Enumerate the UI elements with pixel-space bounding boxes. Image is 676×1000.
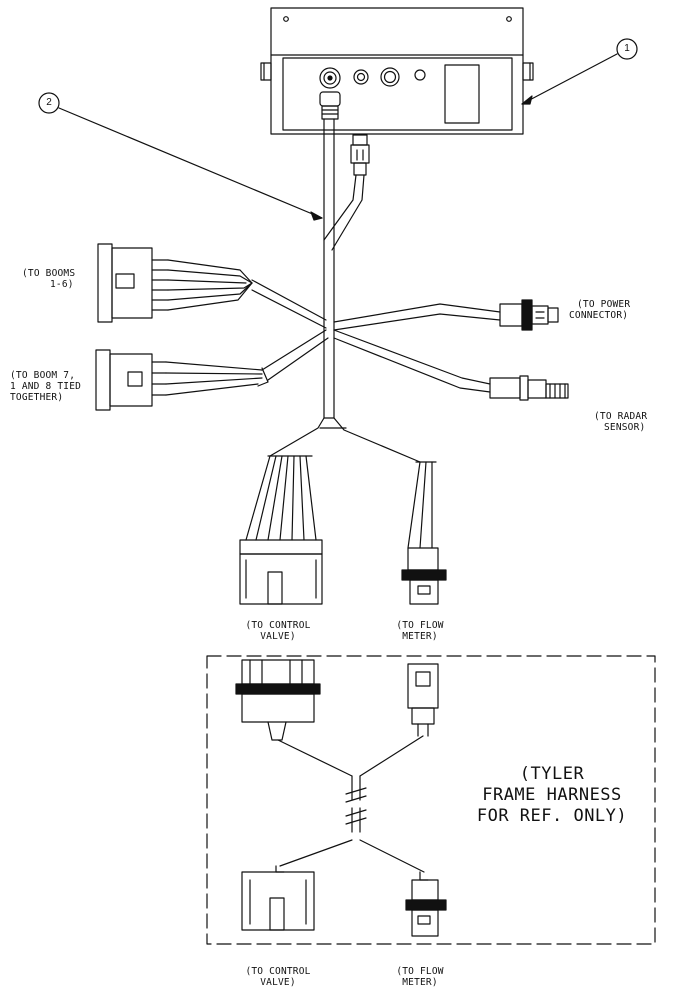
callout-2 xyxy=(38,92,323,221)
flow-meter-connector-upper xyxy=(401,461,447,605)
label-booms-1-6: (TO BOOMS 1-6) xyxy=(22,268,75,290)
label-booms-line-2: 1-6) xyxy=(50,279,74,290)
label-control-valve-lower-line-1: (TO CONTROL xyxy=(245,966,311,977)
console-display-window xyxy=(444,64,480,124)
label-power-line-1: (TO POWER xyxy=(577,299,631,310)
tyler-frame-harness xyxy=(235,659,447,937)
label-radar-line-2: SENSOR) xyxy=(604,422,646,433)
label-flow-meter-lower-line-2: METER) xyxy=(402,977,438,988)
label-radar-line-1: (TO RADAR xyxy=(594,411,648,422)
console-unit xyxy=(260,7,534,176)
label-flow-meter-upper-line-1: (TO FLOW xyxy=(396,620,444,631)
label-control-valve-upper-line-2: VALVE) xyxy=(260,631,296,642)
label-control-valve-upper-line-1: (TO CONTROL xyxy=(245,620,311,631)
main-harness-trunk xyxy=(269,118,421,463)
label-boom-7-line-3: TOGETHER) xyxy=(10,392,64,403)
label-flow-meter-upper-line-2: METER) xyxy=(402,631,438,642)
label-tyler-line-3: FOR REF. ONLY) xyxy=(476,806,628,826)
label-tyler-line-1: (TYLER xyxy=(519,764,585,784)
callout-2-number: 2 xyxy=(46,97,52,108)
console-aux-connector xyxy=(350,134,370,176)
callout-1 xyxy=(521,38,638,105)
label-tyler-frame-harness: (TYLER FRAME HARNESS FOR REF. ONLY) xyxy=(462,764,642,827)
label-control-valve-lower: (TO CONTROL VALVE) xyxy=(223,966,333,988)
console-knob xyxy=(380,67,400,87)
radar-sensor-connector xyxy=(333,329,569,401)
cable-gland xyxy=(319,91,341,120)
label-booms-line-1: (TO BOOMS xyxy=(22,268,76,279)
label-control-valve-upper: (TO CONTROL VALVE) xyxy=(223,620,333,642)
label-flow-meter-lower-line-1: (TO FLOW xyxy=(396,966,444,977)
label-radar-sensor: (TO RADAR SENSOR) xyxy=(594,411,647,433)
label-flow-meter-upper: (TO FLOW METER) xyxy=(385,620,455,642)
console-small-port xyxy=(353,69,369,85)
label-boom-7-line-1: (TO BOOM 7, xyxy=(10,370,76,381)
label-control-valve-lower-line-2: VALVE) xyxy=(260,977,296,988)
label-power-connector: (TO POWER CONNECTOR) xyxy=(569,299,631,321)
console-connector-port xyxy=(319,67,341,89)
label-boom-7-line-2: 1 AND 8 TIED xyxy=(10,381,82,392)
power-connector xyxy=(333,299,559,331)
control-valve-connector-upper xyxy=(239,455,323,605)
label-boom-7: (TO BOOM 7, 1 AND 8 TIED TOGETHER) xyxy=(10,370,81,403)
label-flow-meter-lower: (TO FLOW METER) xyxy=(385,966,455,988)
tyler-frame-harness-box xyxy=(206,655,656,945)
console-led xyxy=(414,69,426,81)
label-power-line-2: CONNECTOR) xyxy=(569,310,629,321)
label-tyler-line-2: FRAME HARNESS xyxy=(482,785,622,805)
booms-1-6-connector xyxy=(97,243,327,329)
boom-7-connector xyxy=(95,329,329,411)
callout-1-number: 1 xyxy=(624,43,630,54)
